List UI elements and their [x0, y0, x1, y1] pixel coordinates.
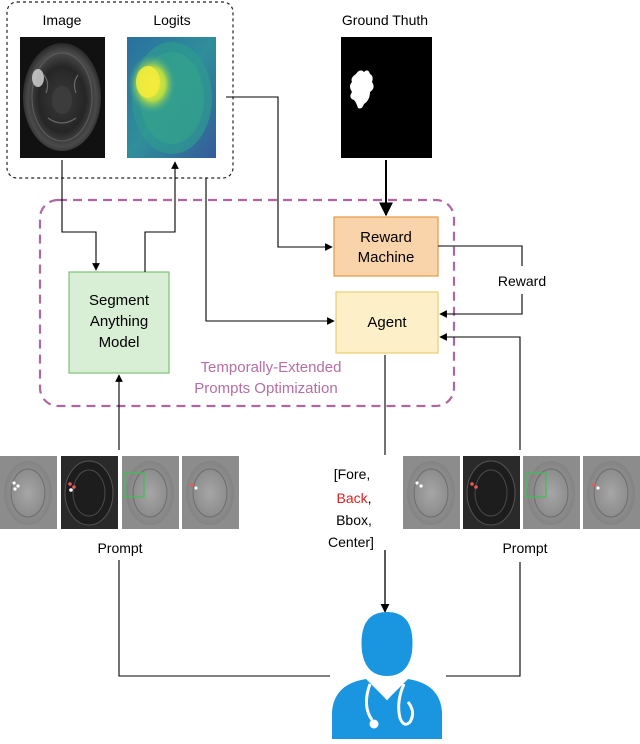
connectors [61, 96, 523, 677]
logits-heatmap [127, 37, 216, 158]
sam-box: Segment Anything Model [68, 271, 170, 374]
prompt-thumb [182, 456, 239, 529]
action-bbox: Bbox, [336, 512, 372, 528]
prompt-thumb [523, 456, 580, 529]
agent-label: Agent [367, 314, 407, 331]
prompt-thumb [0, 456, 57, 529]
arrow-logits-to-reward [226, 96, 333, 251]
prompt-thumb [463, 456, 520, 529]
prompt-thumb [583, 456, 640, 529]
loop-right-prompt [446, 562, 521, 677]
reward-machine-line2: Machine [358, 249, 415, 266]
mri-image [20, 37, 105, 158]
prompt-thumb [122, 456, 179, 529]
sam-line1: Segment [89, 292, 150, 309]
prompt-strip-left [0, 456, 239, 529]
action-fore: [Fore, [334, 466, 371, 482]
arrow-prompt-to-agent [439, 333, 521, 450]
action-back-word: Back [336, 490, 368, 506]
reward-edge-label: Reward [498, 273, 546, 289]
agent-box: Agent [335, 291, 439, 354]
arrow-reward-to-agent [438, 245, 523, 266]
loop-left-prompt [118, 560, 330, 677]
reward-machine-line1: Reward [360, 229, 412, 246]
action-center: Center] [328, 534, 374, 550]
region-title-line1: Temporally-Extended [201, 359, 342, 376]
image-label: Image [43, 12, 82, 28]
action-list: [Fore, Back, Bbox, Center] [328, 466, 374, 550]
prompt-strip-right [403, 456, 640, 529]
prompt-thumb [61, 456, 118, 529]
logits-label: Logits [153, 12, 190, 28]
ground-truth-label: Ground Thuth [342, 12, 428, 28]
arrow-sam-to-logits [144, 161, 179, 272]
arrow-image-to-sam [61, 160, 100, 271]
sam-line3: Model [99, 334, 140, 351]
image-logits-panel [6, 1, 234, 179]
sam-line2: Anything [90, 313, 148, 330]
prompt-thumb [403, 456, 460, 529]
prompt-optimization-region [38, 198, 456, 408]
doctor-icon [332, 612, 442, 739]
ground-truth-mask [341, 37, 432, 158]
arrow-logits-to-agent [205, 178, 335, 325]
prompt-label-left: Prompt [97, 540, 142, 556]
prompt-label-right: Prompt [502, 540, 547, 556]
region-title-line2: Prompts Optimization [194, 380, 337, 397]
action-back: Back, [336, 490, 371, 506]
reward-machine-box: Reward Machine [333, 216, 439, 277]
